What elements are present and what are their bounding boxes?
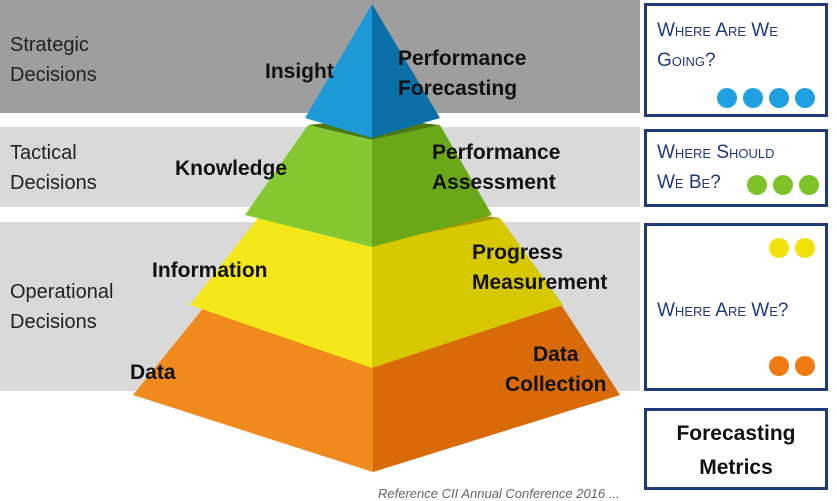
knowledge-tier-right bbox=[372, 125, 492, 247]
green-dot bbox=[799, 175, 819, 195]
orange-dot bbox=[769, 356, 789, 376]
where-are-we-text: Where Are We? bbox=[657, 300, 789, 321]
reference-note: Reference CII Annual Conference 2016 ... bbox=[378, 486, 620, 501]
green-dot bbox=[747, 175, 767, 195]
insight-tier-right bbox=[372, 4, 440, 138]
data-label: Data bbox=[130, 361, 176, 384]
blue-dot bbox=[795, 88, 815, 108]
blue-dot bbox=[743, 88, 763, 108]
knowledge-tier-left bbox=[245, 125, 372, 247]
pyramid-diagram bbox=[133, 4, 620, 472]
information-tier-left bbox=[190, 218, 372, 368]
data-tier-right bbox=[373, 306, 620, 472]
blue-dot bbox=[769, 88, 789, 108]
insight-tier-left bbox=[305, 4, 372, 138]
yellow-dot bbox=[769, 238, 789, 258]
information-tier-right bbox=[372, 218, 563, 368]
orange-dot bbox=[795, 356, 815, 376]
knowledge-label: Knowledge bbox=[175, 157, 288, 180]
insight-label: Insight bbox=[265, 60, 334, 83]
green-dot bbox=[773, 175, 793, 195]
blue-dot bbox=[717, 88, 737, 108]
where-are-we-box: Where Are We? bbox=[644, 223, 828, 391]
information-label: Information bbox=[152, 259, 268, 282]
yellow-dot bbox=[795, 238, 815, 258]
